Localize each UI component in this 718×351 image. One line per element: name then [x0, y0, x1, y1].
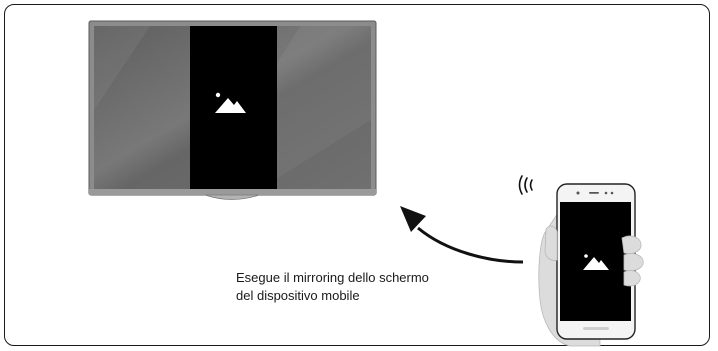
curved-arrow-icon	[400, 206, 524, 264]
mobile-phone	[556, 183, 636, 340]
caption-line-1: Esegue il mirroring dello schermo	[236, 270, 429, 285]
caption-line-2: del dispositivo mobile	[236, 288, 360, 303]
image-placeholder-icon	[215, 92, 246, 113]
caption: Esegue il mirroring dello schermo del di…	[236, 269, 506, 305]
diagram-frame	[4, 4, 710, 346]
tv-stand	[204, 194, 260, 200]
wireless-signal-icon	[518, 175, 533, 195]
hand-fingers	[544, 225, 644, 287]
television	[88, 20, 377, 200]
image-placeholder-icon	[583, 254, 609, 270]
